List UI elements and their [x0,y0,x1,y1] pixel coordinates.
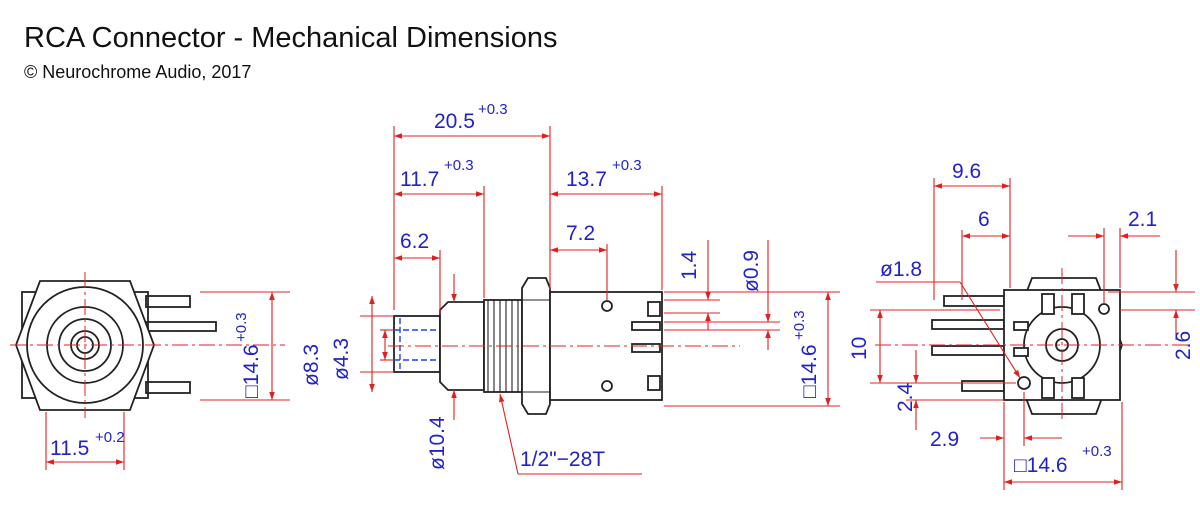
side-tip [393,315,441,373]
side-view: 20.5 +0.3 11.7 +0.3 13.7 +0.3 6.2 7.2 1.… [300,101,840,475]
rear-dim-6: 6 [978,208,990,231]
front-square-tol: +0.3 [233,312,250,342]
front-square-value: □14.6 [240,344,263,398]
body-length-value: 13.7 [566,168,607,191]
outer-dia-value: ø8.3 [300,344,323,386]
rear-view: 9.6 6 2.1 ø1.8 10 2.6 2.4 2 [848,160,1195,490]
thread-dia-value: ø10.4 [426,416,449,470]
front-view: 11.5 +0.2 □14.6 +0.3 [10,272,290,470]
side-square-tol: +0.3 [791,310,808,340]
rear-dim-2-1: 2.1 [1128,208,1157,231]
front-width-tol: +0.2 [95,429,125,446]
overall-length-value: 20.5 [434,110,475,133]
pin-gap-value: 1.4 [678,250,701,280]
rear-hole-lower [1017,376,1031,390]
rear-height-10: 10 [848,337,871,360]
pin-dia-value: ø0.9 [740,250,763,292]
tip-length-value: 6.2 [400,230,429,253]
pin-offset-value: 7.2 [566,222,595,245]
rear-square-tol: +0.3 [1082,443,1112,460]
thread-length-value: 11.7 [400,168,439,191]
rear-dim-2-6: 2.6 [1172,331,1195,360]
side-square-value: □14.6 [798,344,821,398]
rear-dim-9-6: 9.6 [952,160,981,183]
overall-length-tol: +0.3 [478,101,508,118]
rear-dim-2-4: 2.4 [894,382,917,412]
rear-square-value: □14.6 [1014,454,1068,477]
inner-dia-value: ø4.3 [330,338,353,380]
side-pin-lower [631,343,661,353]
thread-spec: 1/2"−28T [520,448,605,471]
copyright-notice: © Neurochrome Audio, 2017 [24,62,252,82]
thread-length-tol: +0.3 [444,157,474,174]
rear-dim-2-9: 2.9 [930,428,959,451]
front-pins [145,295,217,394]
hole-dia-value: ø1.8 [880,258,922,281]
front-width-value: 11.5 [50,437,89,460]
side-pin-upper [631,321,661,331]
body-length-tol: +0.3 [612,157,642,174]
page-title: RCA Connector - Mechanical Dimensions [24,22,558,54]
